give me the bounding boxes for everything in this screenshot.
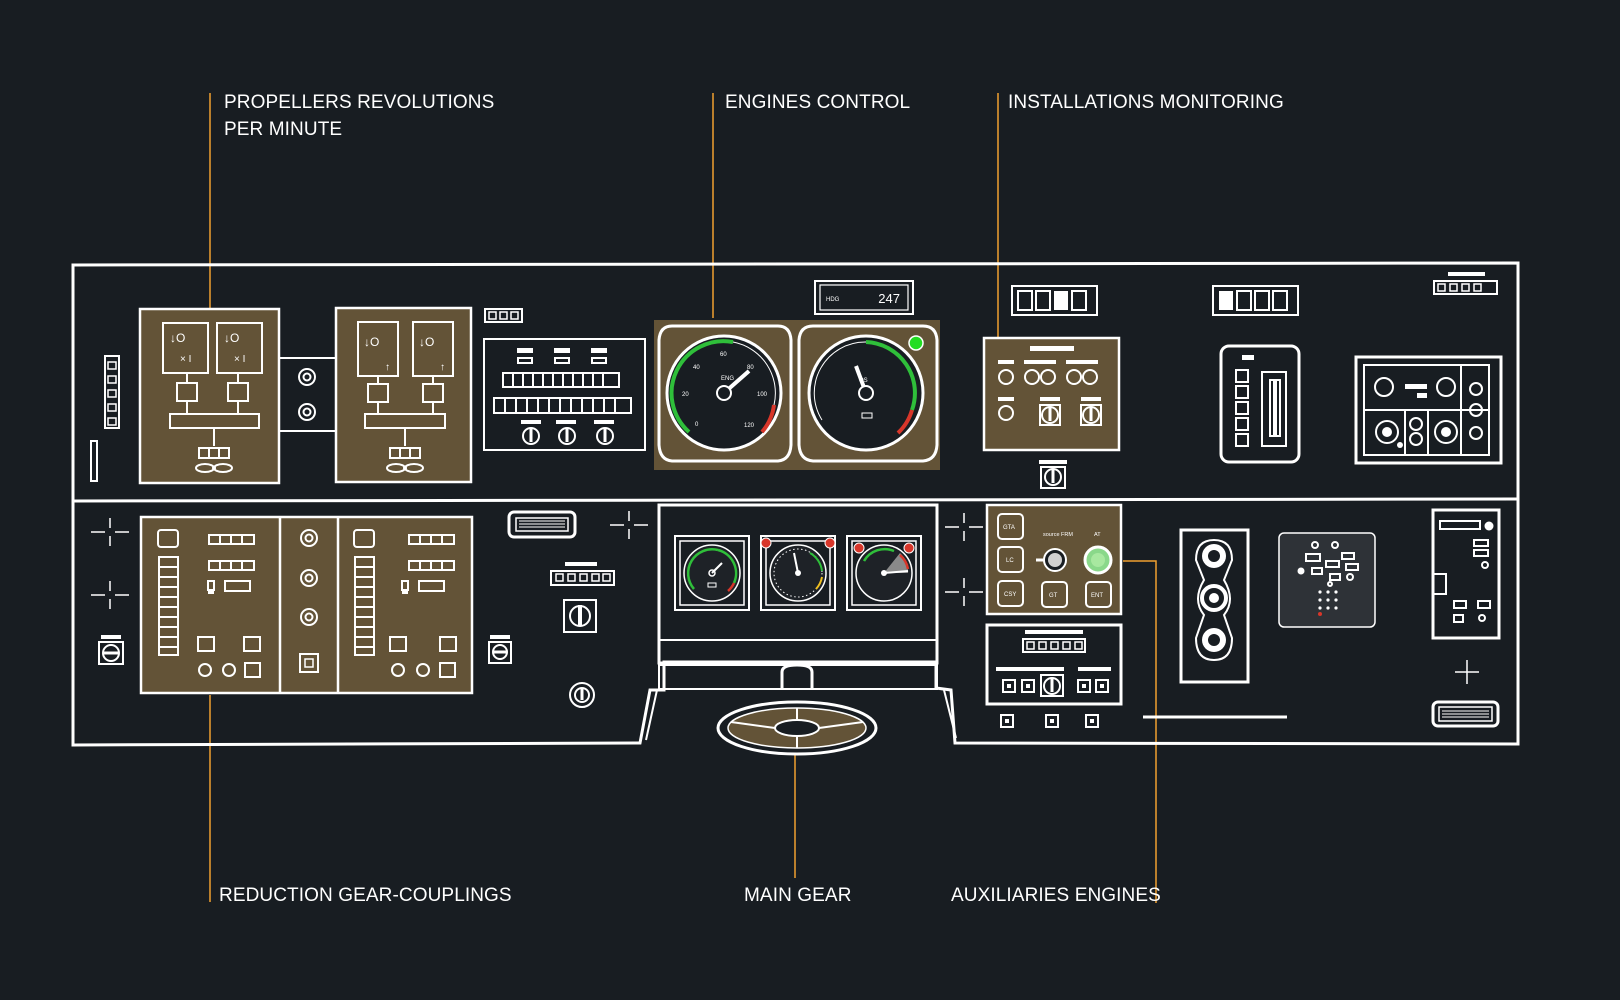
svg-text:0: 0 — [695, 422, 699, 428]
propeller-panel-right: ↓O ↓O ↑ ↑ — [334, 306, 473, 484]
gauge-icon — [846, 535, 922, 611]
side-indicator-strip — [90, 355, 120, 482]
right-control-panel — [1431, 508, 1501, 640]
knob-icon — [557, 426, 577, 446]
auxiliaries-engine-panel: GTA LC CSY source FRM AT GT ENT — [985, 503, 1123, 616]
svg-text:GT: GT — [1049, 593, 1058, 599]
aux-source-label: source FRM — [1043, 532, 1073, 538]
svg-text:CSY: CSY — [1004, 592, 1016, 598]
svg-text:60: 60 — [720, 352, 727, 358]
reduction-side-switch — [488, 635, 512, 664]
status-block — [484, 308, 523, 323]
svg-text:↓O: ↓O — [224, 331, 239, 345]
indicator-bar-2 — [1212, 285, 1299, 316]
heading-display: HDG 247 — [814, 280, 914, 315]
svg-text:× I: × I — [234, 354, 245, 365]
callout-main-gear: MAIN GEAR — [744, 885, 852, 906]
aux-lower-panel — [985, 623, 1123, 706]
aux-leader — [1123, 560, 1157, 903]
keypad-panel — [1278, 532, 1376, 628]
svg-text:ENT: ENT — [1091, 593, 1103, 599]
callout-installations-monitoring: INSTALLATIONS MONITORING — [1008, 92, 1284, 113]
svg-text:↓O: ↓O — [364, 335, 379, 349]
callout-propellers-line2: PER MINUTE — [224, 119, 343, 140]
radar-control-box — [1354, 355, 1503, 465]
propeller-link — [278, 357, 337, 432]
eng-gauge-label: ENG — [721, 376, 734, 382]
aux-bottom-buttons — [1000, 714, 1099, 728]
indicator-bar-3 — [1433, 272, 1498, 295]
callout-engines-control: ENGINES CONTROL — [725, 92, 911, 113]
slider-panel — [1219, 344, 1301, 464]
crosshair-marker — [1455, 660, 1479, 684]
left-rotary-switch — [98, 635, 124, 665]
selector-column — [550, 562, 615, 708]
heading-value: 247 — [878, 291, 900, 306]
indicator-bar-1 — [1011, 285, 1098, 316]
svg-text:↓O: ↓O — [170, 331, 185, 345]
heading-label: HDG — [826, 297, 840, 303]
svg-text:↑: ↑ — [440, 362, 445, 373]
callout-lines — [209, 93, 1157, 903]
aux-at-label: AT — [1094, 532, 1101, 538]
ship-wheel-icon — [716, 663, 878, 756]
reduction-gear-panel — [139, 515, 474, 695]
svg-text:120: 120 — [744, 423, 755, 429]
callout-auxiliaries-engines: AUXILIARIES ENGINES — [951, 885, 1161, 906]
svg-text:GTA: GTA — [1003, 525, 1015, 531]
knob-icon — [521, 426, 541, 446]
switch-panel — [483, 338, 646, 451]
svg-text:100: 100 — [757, 392, 768, 398]
svg-text:↑: ↑ — [385, 362, 390, 373]
monitoring-switch — [1039, 460, 1067, 489]
engines-control-panel: ENG 20 40 60 80 100 120 0 OS — [654, 320, 940, 470]
callout-propellers: PROPELLERS REVOLUTIONS PER MINUTE — [224, 89, 494, 143]
throttle-lever-icon — [1179, 528, 1250, 684]
svg-text:↓O: ↓O — [419, 335, 434, 349]
callout-reduction-gear: REDUCTION GEAR-COUPLINGS — [219, 885, 512, 906]
svg-text:20: 20 — [682, 392, 689, 398]
svg-text:80: 80 — [747, 365, 754, 371]
propeller-icon — [386, 447, 424, 473]
svg-text:× I: × I — [180, 354, 191, 365]
bottom-vent — [1431, 700, 1500, 728]
svg-text:40: 40 — [693, 365, 700, 371]
propeller-panel-left: ↓O ↓O × I × I — [138, 307, 281, 485]
propeller-icon — [195, 447, 233, 473]
vent-grille — [507, 510, 577, 539]
status-light-green — [908, 335, 924, 351]
gauge-icon — [760, 535, 836, 611]
callout-propellers-line1: PROPELLERS REVOLUTIONS — [224, 92, 495, 113]
knob-icon — [595, 426, 615, 446]
installations-monitoring-panel — [982, 336, 1121, 452]
gauge-icon — [674, 535, 750, 611]
svg-text:LC: LC — [1006, 558, 1014, 564]
